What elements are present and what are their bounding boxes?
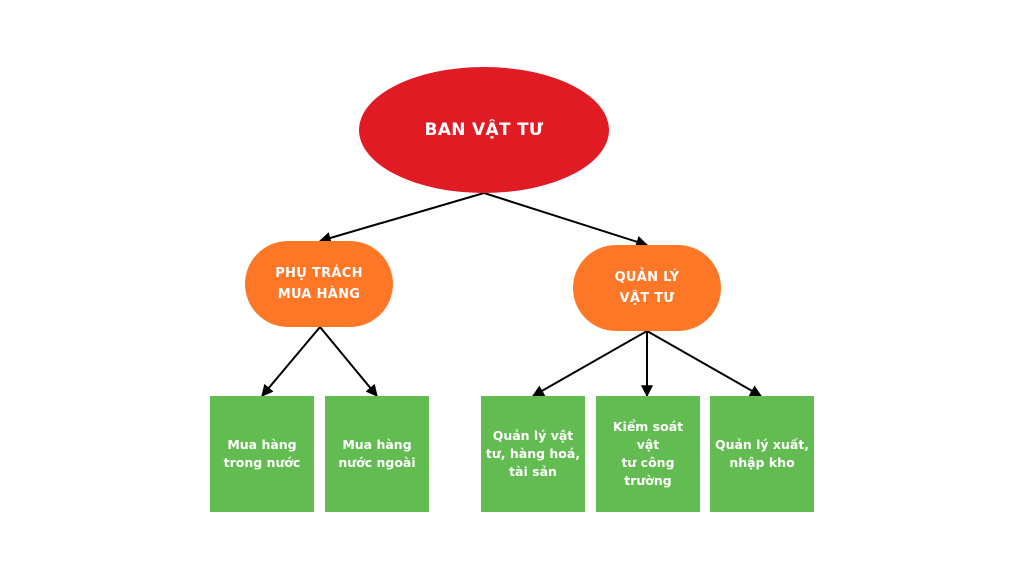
manager-label: PHỤ TRÁCH MUA HÀNG: [275, 266, 363, 302]
unit-label: Quản lý xuất, nhập kho: [714, 437, 810, 470]
manager-node-materials: QUẢN LÝ VẬT TƯ: [573, 245, 721, 331]
arrow-purchasing-to-foreign: [319, 326, 378, 397]
manager-label: QUẢN LÝ VẬT TƯ: [614, 270, 680, 306]
root-label: BAN VẬT TƯ: [424, 120, 544, 140]
unit-node-domestic-purchasing: Mua hàng trong nước: [210, 396, 314, 512]
root-node-ban-vat-tu: BAN VẬT TƯ: [359, 67, 609, 193]
arrow-materials-to-warehouse: [646, 330, 763, 397]
unit-label: Quản lý vật tư, hàng hoá, tài sản: [485, 428, 581, 479]
unit-node-site-control: Kiểm soát vật tư công trường: [596, 396, 700, 512]
unit-node-warehouse: Quản lý xuất, nhập kho: [710, 396, 814, 512]
unit-node-asset-management: Quản lý vật tư, hàng hoá, tài sản: [481, 396, 585, 512]
unit-label: Kiểm soát vật tư công trường: [612, 419, 684, 488]
arrow-root-to-materials: [483, 192, 649, 248]
manager-node-purchasing: PHỤ TRÁCH MUA HÀNG: [245, 241, 393, 327]
unit-label: Mua hàng nước ngoài: [338, 437, 416, 470]
unit-node-foreign-purchasing: Mua hàng nước ngoài: [325, 396, 429, 512]
arrow-root-to-purchasing: [318, 192, 485, 244]
arrow-materials-to-assets: [531, 330, 648, 397]
arrow-purchasing-to-domestic: [261, 326, 321, 397]
unit-label: Mua hàng trong nước: [223, 437, 301, 470]
